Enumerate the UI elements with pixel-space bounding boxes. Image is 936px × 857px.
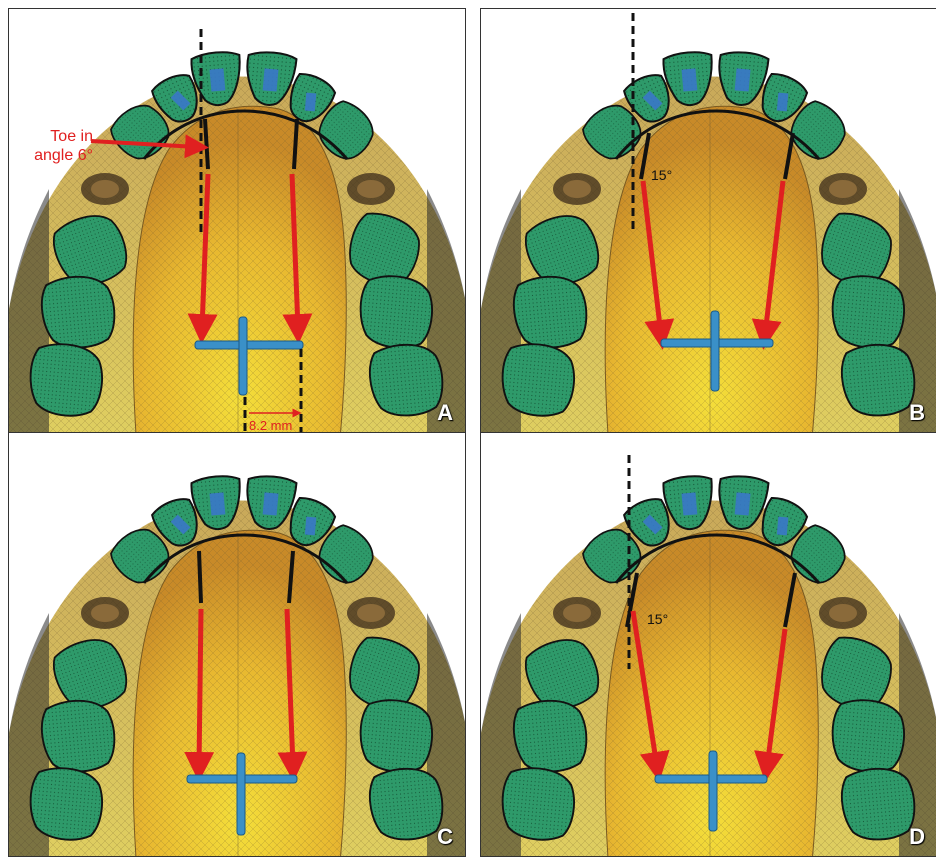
- distance-label: 8.2 mm: [249, 418, 292, 433]
- toe-in-label: Toe in angle 6°: [15, 127, 93, 165]
- panel-letter-d: D: [909, 824, 925, 850]
- cross-vertical: [711, 311, 719, 391]
- angle-label: 15°: [651, 167, 672, 183]
- left-leg: [199, 551, 201, 603]
- panel-a-drawing: [9, 9, 466, 433]
- panel-c: C: [8, 432, 466, 857]
- panel-d-drawing: [481, 433, 936, 857]
- panel-c-drawing: [9, 433, 466, 857]
- left-force-arrow: [199, 609, 201, 767]
- angle-label: 15°: [647, 611, 668, 627]
- cross-vertical: [709, 751, 717, 831]
- panel-letter-b: B: [909, 400, 925, 426]
- panel-letter-c: C: [437, 824, 453, 850]
- cross-vertical: [239, 317, 247, 395]
- panel-letter-a: A: [437, 400, 453, 426]
- panel-b: 15° B: [480, 8, 936, 433]
- panel-d: 15° D: [480, 432, 936, 857]
- panel-a: Toe in angle 6° 8.2 mm A: [8, 8, 466, 433]
- panel-b-drawing: [481, 9, 936, 433]
- toe-in-label-line1: Toe in: [15, 127, 93, 146]
- cross-horizontal: [195, 341, 303, 349]
- cross-vertical: [237, 753, 245, 835]
- toe-in-label-line2: angle 6°: [15, 146, 93, 165]
